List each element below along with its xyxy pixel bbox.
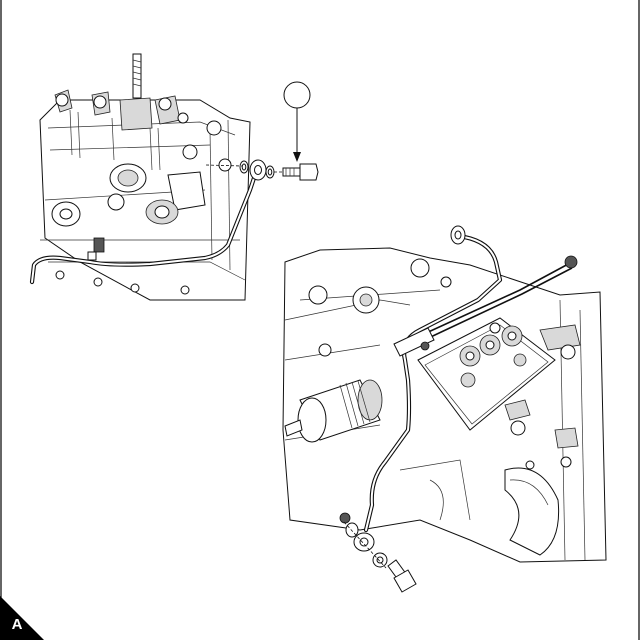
figure-label-a: A (11, 616, 23, 633)
cylinder-head-view (29, 53, 319, 301)
corner-badge (0, 596, 44, 640)
injection-pump-view (282, 225, 607, 593)
callout-1 (283, 81, 311, 162)
